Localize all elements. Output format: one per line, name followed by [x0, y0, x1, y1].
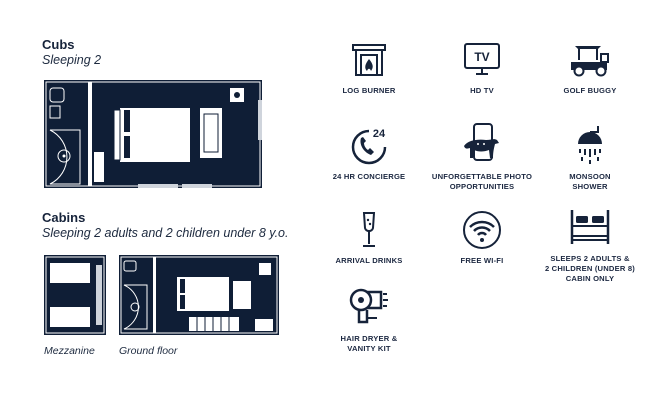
- wifi-icon: [463, 211, 501, 249]
- amenity-golf-buggy: GOLF BUGGY: [535, 40, 645, 96]
- amenity-log-burner: LOG BURNER: [314, 40, 424, 96]
- champagne-glass-icon: [362, 212, 376, 247]
- amenity-free-wifi: FREE WI-FI: [427, 210, 537, 266]
- cubs-title: Cubs: [42, 37, 75, 52]
- cabins-ground-floor-plan: [119, 255, 279, 335]
- amenity-label: SLEEPS 2 ADULTS & 2 CHILDREN (UNDER 8) C…: [544, 254, 636, 283]
- cabins-title: Cabins: [42, 210, 86, 225]
- svg-text:TV: TV: [474, 50, 489, 64]
- amenity-photo-opportunities: UNFORGETTABLE PHOTO OPPORTUNITIES: [427, 122, 537, 192]
- phone-cheetah-icon: [464, 123, 499, 161]
- fireplace-icon: [352, 44, 386, 76]
- cabins-subtitle: Sleeping 2 adults and 2 children under 8…: [42, 226, 289, 240]
- cabins-mezzanine-plan: [44, 255, 106, 335]
- bed-icon: [570, 210, 610, 244]
- amenity-label: ARRIVAL DRINKS: [335, 256, 403, 265]
- tv-icon: TV: [464, 43, 500, 75]
- amenity-sleeps: SLEEPS 2 ADULTS & 2 CHILDREN (UNDER 8) C…: [535, 206, 645, 284]
- amenity-hair-dryer: HAIR DRYER & VANITY KIT: [314, 284, 424, 354]
- amenity-hd-tv: TV HD TV: [427, 40, 537, 96]
- amenity-label: HD TV: [470, 86, 494, 95]
- mezzanine-caption: Mezzanine: [44, 345, 95, 357]
- phone-24-icon: 24: [351, 128, 387, 165]
- hair-dryer-icon: [349, 288, 388, 324]
- amenity-24hr-concierge: 24 24 HR CONCIERGE: [314, 122, 424, 182]
- golf-buggy-icon: [571, 46, 609, 77]
- ground-floor-caption: Ground floor: [119, 345, 178, 357]
- cubs-floor-plan: [44, 80, 262, 188]
- amenity-label: 24 HR CONCIERGE: [332, 172, 406, 181]
- cubs-subtitle: Sleeping 2: [42, 53, 102, 67]
- amenity-label: MONSOON SHOWER: [569, 172, 611, 191]
- amenity-arrival-drinks: ARRIVAL DRINKS: [314, 210, 424, 266]
- amenity-label: HAIR DRYER & VANITY KIT: [340, 334, 398, 353]
- amenity-monsoon-shower: MONSOON SHOWER: [535, 122, 645, 192]
- shower-icon: [578, 126, 602, 164]
- amenity-label: LOG BURNER: [342, 86, 396, 95]
- svg-text:24: 24: [373, 128, 386, 140]
- amenity-label: GOLF BUGGY: [563, 86, 617, 95]
- amenity-label: FREE WI-FI: [460, 256, 504, 265]
- amenity-label: UNFORGETTABLE PHOTO OPPORTUNITIES: [431, 172, 533, 191]
